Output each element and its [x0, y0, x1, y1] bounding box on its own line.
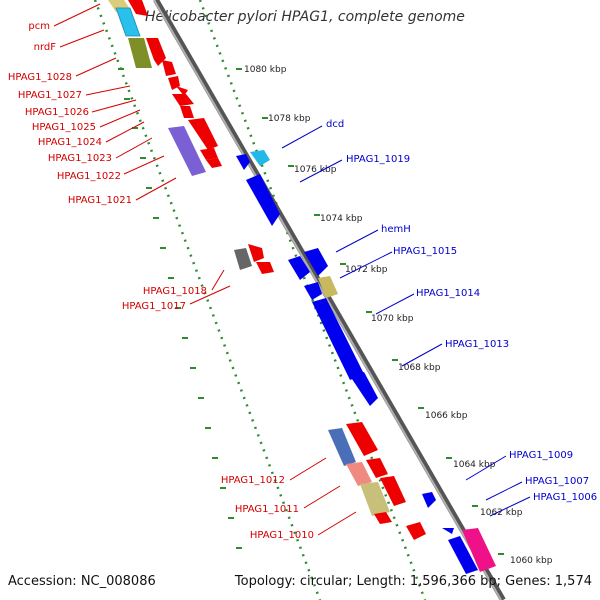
- gene-label: HPAG1_1024: [38, 137, 102, 148]
- ruler-lines: [93, 0, 427, 600]
- ruler-label: 1064 kbp: [453, 460, 496, 470]
- gene-feature[interactable]: [188, 118, 218, 150]
- gene-feature[interactable]: [448, 536, 478, 574]
- gene-label: HPAG1_1015: [393, 246, 457, 257]
- gene-label: hemH: [381, 224, 411, 235]
- gene-feature[interactable]: [180, 106, 194, 118]
- gene-label: HPAG1_1013: [445, 339, 509, 350]
- forward-labels: dcd HPAG1_1019 hemH HPAG1_1015 HPAG1_101…: [281, 119, 597, 517]
- gene-label: HPAG1_1012: [221, 475, 285, 486]
- gene-feature[interactable]: [200, 148, 218, 160]
- ruler-label: 1078 kbp: [268, 114, 311, 124]
- gene-feature[interactable]: [256, 262, 274, 274]
- gene-feature[interactable]: [318, 276, 338, 298]
- ruler-label: 1066 kbp: [425, 411, 468, 421]
- ruler-label: 1076 kbp: [294, 165, 337, 175]
- gene-feature[interactable]: [248, 244, 264, 262]
- gene-feature[interactable]: [234, 248, 252, 270]
- gene-feature[interactable]: [374, 512, 392, 524]
- ruler-label: 1068 kbp: [398, 363, 441, 373]
- ruler-ticks: [118, 68, 504, 555]
- gene-label: HPAG1_1014: [416, 288, 480, 299]
- gene-label: HPAG1_1018: [143, 286, 207, 297]
- gene-feature[interactable]: [128, 38, 152, 68]
- gene-feature[interactable]: [236, 154, 250, 170]
- gene-feature[interactable]: [406, 522, 426, 540]
- gene-feature[interactable]: [146, 38, 166, 66]
- gene-label: HPAG1_1028: [8, 72, 72, 83]
- gene-label: HPAG1_1019: [346, 154, 410, 165]
- ruler-label: 1072 kbp: [345, 265, 388, 275]
- gene-feature[interactable]: [172, 94, 194, 106]
- gene-label: HPAG1_1025: [32, 122, 96, 133]
- gene-label: HPAG1_1021: [68, 195, 132, 206]
- gene-feature[interactable]: [304, 282, 322, 300]
- gene-feature[interactable]: [380, 476, 406, 506]
- gene-label: HPAG1_1007: [525, 476, 589, 487]
- gene-feature[interactable]: [346, 462, 372, 486]
- gene-label: HPAG1_1026: [25, 107, 89, 118]
- gene-label: HPAG1_1011: [235, 504, 299, 515]
- gene-feature[interactable]: [328, 428, 356, 466]
- gene-feature[interactable]: [360, 482, 390, 516]
- gene-feature[interactable]: [168, 126, 206, 176]
- gene-feature[interactable]: [442, 528, 454, 534]
- gene-feature[interactable]: [250, 150, 270, 166]
- ruler-label: 1062 kbp: [480, 508, 523, 518]
- gene-label: dcd: [326, 119, 344, 130]
- ruler-label: 1070 kbp: [371, 314, 414, 324]
- gene-feature[interactable]: [304, 248, 328, 276]
- gene-label: HPAG1_1022: [57, 171, 121, 182]
- gene-label: HPAG1_1009: [509, 450, 573, 461]
- summary-label: Topology: circular; Length: 1,596,366 bp…: [234, 574, 592, 589]
- gene-label: HPAG1_1027: [18, 90, 82, 101]
- gene-label: HPAG1_1010: [250, 530, 314, 541]
- gene-label: nrdF: [34, 42, 57, 53]
- reverse-labels: pcm nrdF HPAG1_1028 HPAG1_1027 HPAG1_102…: [8, 3, 357, 541]
- gene-feature[interactable]: [462, 528, 496, 572]
- gene-feature[interactable]: [422, 492, 436, 508]
- gene-label: HPAG1_1006: [533, 492, 597, 503]
- gene-feature[interactable]: [115, 7, 141, 37]
- gene-feature[interactable]: [176, 86, 188, 96]
- backbone: [153, 0, 506, 600]
- gene-feature[interactable]: [206, 158, 222, 168]
- gene-feature[interactable]: [312, 298, 364, 380]
- map-title: Helicobacter pylori HPAG1, complete geno…: [145, 9, 465, 25]
- gene-feature[interactable]: [288, 256, 310, 280]
- forward-strand-genes: [236, 150, 478, 574]
- gene-feature[interactable]: [162, 60, 176, 76]
- ruler-label: 1074 kbp: [320, 214, 363, 224]
- ruler-label: 1060 kbp: [510, 556, 553, 566]
- gene-label: HPAG1_1023: [48, 153, 112, 164]
- gene-feature[interactable]: [346, 422, 378, 456]
- gene-feature[interactable]: [128, 0, 148, 16]
- gene-label: pcm: [28, 21, 50, 32]
- gene-label: HPAG1_1017: [122, 301, 186, 312]
- gene-feature[interactable]: [366, 458, 388, 478]
- gene-feature[interactable]: [246, 174, 280, 226]
- reverse-strand-genes: [108, 0, 496, 572]
- ruler-label: 1080 kbp: [244, 65, 287, 75]
- gene-feature[interactable]: [350, 372, 378, 406]
- accession-label: Accession: NC_008086: [8, 574, 156, 589]
